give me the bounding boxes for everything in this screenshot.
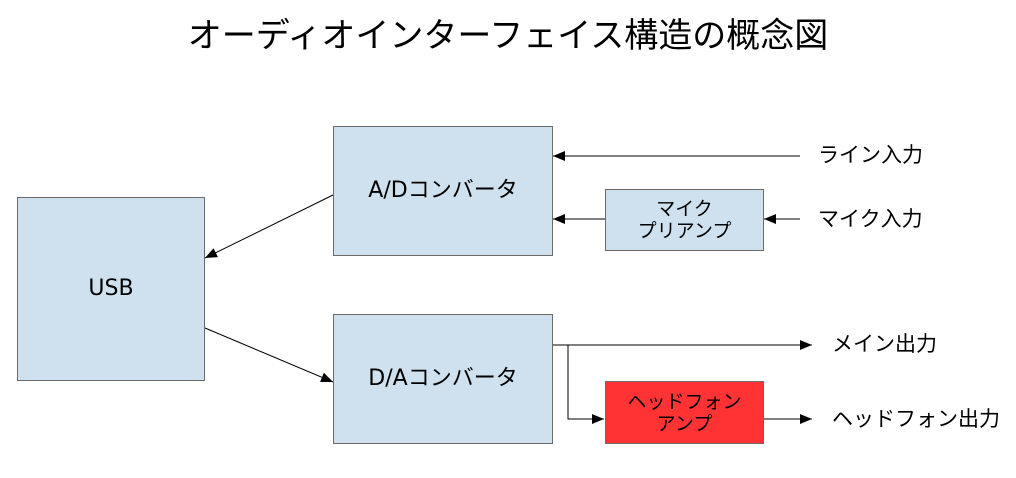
usb-label: USB — [88, 276, 134, 301]
headphone-amp-label-line1: ヘッドフォン — [627, 390, 742, 413]
arrow-da-to-hp-amp — [567, 345, 604, 424]
diagram-title: オーディオインターフェイス構造の概念図 — [187, 16, 829, 56]
headphone-output-label: ヘッドフォン出力 — [832, 407, 1000, 431]
arrow-ad-to-usb — [204, 194, 334, 259]
headphone-amp-box: ヘッドフォン アンプ — [605, 381, 764, 444]
da-converter-label: D/Aコンバータ — [368, 366, 518, 391]
mic-preamp-box: マイク プリアンプ — [605, 189, 764, 251]
usb-box: USB — [17, 197, 205, 381]
mic-preamp-label-line2: プリアンプ — [637, 220, 732, 242]
ad-converter-box: A/Dコンバータ — [333, 126, 553, 256]
headphone-amp-label-line2: アンプ — [656, 412, 713, 435]
main-output-label: メイン出力 — [832, 332, 937, 356]
line-input-label: ライン入力 — [818, 143, 923, 167]
da-converter-box: D/Aコンバータ — [333, 314, 553, 444]
mic-input-label: マイク入力 — [818, 207, 923, 231]
ad-converter-label: A/Dコンバータ — [368, 178, 518, 203]
mic-preamp-label-line1: マイク — [656, 198, 713, 220]
arrow-usb-to-da — [204, 327, 334, 383]
